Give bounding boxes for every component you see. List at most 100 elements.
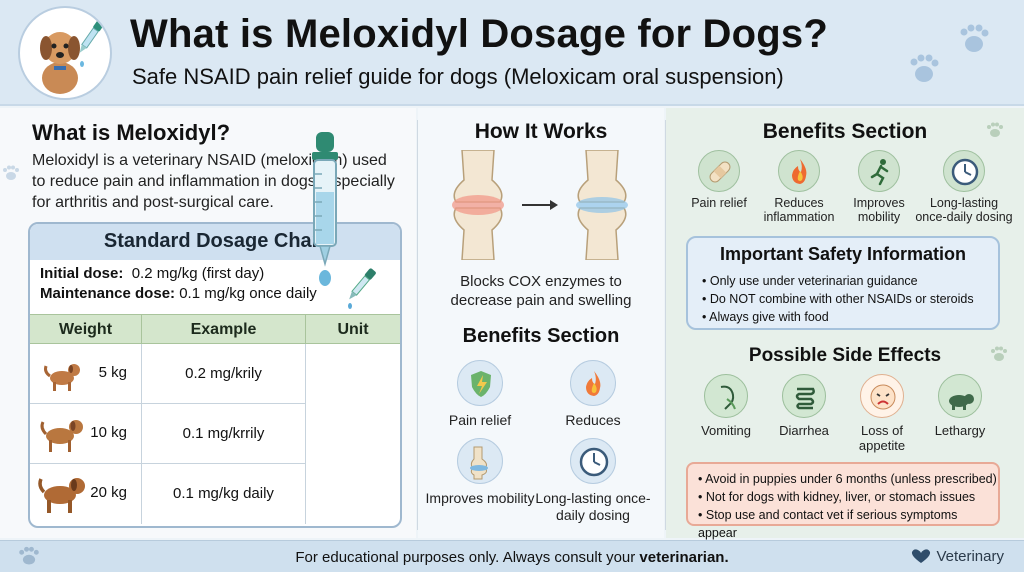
dropper-syringe-icon	[312, 132, 338, 286]
warnings-list: Avoid in puppies under 6 months (unless …	[698, 470, 998, 542]
header-example: Example	[142, 315, 306, 345]
flame-icon	[778, 150, 820, 192]
benefit-item: Reduces	[533, 360, 653, 429]
page-title: What is Meloxidyl Dosage for Dogs?	[130, 12, 828, 56]
heart-paw-icon	[912, 549, 931, 563]
safety-title: Important Safety Information	[719, 244, 966, 264]
intestine-icon	[782, 374, 826, 418]
benefit-label: Reduces inflammation	[763, 196, 835, 224]
how-it-works-title: How It Works	[474, 120, 608, 143]
dropper-icon	[348, 268, 376, 309]
benefits-right-title: Benefits Section	[762, 120, 928, 143]
what-is-description: Meloxidyl is a veterinary NSAID (meloxic…	[32, 152, 395, 211]
benefit-label: Long-lasting once-daily dosing	[535, 490, 651, 523]
warning-item: Avoid in puppies under 6 months (unless …	[698, 470, 998, 488]
joint-diagram-icon	[452, 150, 628, 260]
benefit-item: Long-lasting once-daily dosing	[914, 150, 1014, 224]
running-icon	[858, 150, 900, 192]
paw-print-icon	[19, 546, 39, 565]
dose-info: Initial dose: 0.2 mg/kg (first day) Main…	[40, 264, 317, 304]
benefit-item: Improves mobility	[420, 438, 540, 507]
medium-dog-icon	[40, 420, 83, 452]
benefit-label: Pain relief	[691, 196, 747, 210]
footer-brand-label: Veterinary	[936, 548, 1004, 565]
paw-print-icon	[3, 165, 19, 180]
clock-icon	[570, 438, 616, 484]
benefit-label: Reduces	[565, 412, 621, 428]
weight-cell: 10 kg	[30, 404, 142, 464]
table-row: 5 kg 0.2 mg/krily	[30, 344, 306, 404]
clock-icon	[943, 150, 985, 192]
header: What is Meloxidyl Dosage for Dogs? Safe …	[0, 0, 1024, 106]
maintenance-dose-label: Maintenance dose:	[40, 285, 176, 302]
weight-value: 20 kg	[90, 484, 127, 501]
weight-value: 5 kg	[98, 364, 127, 381]
benefit-label: Long-lasting once-daily dosing	[915, 196, 1013, 224]
benefit-label: Improves mobility	[425, 490, 535, 506]
weight-cell: 20 kg	[30, 464, 142, 524]
how-it-works-description: Blocks COX enzymes to decrease pain and …	[450, 273, 632, 309]
shield-lightning-icon	[457, 360, 503, 406]
warnings-box: Avoid in puppies under 6 months (unless …	[686, 462, 1000, 540]
table-header: Weight Example Unit	[30, 314, 400, 345]
dosage-chart: Standard Dosage Chart Initial dose: 0.2 …	[28, 222, 402, 528]
side-effect-label: Lethargy	[934, 423, 986, 438]
knee-joint-icon	[457, 438, 503, 484]
dog-dropper-logo-icon	[18, 6, 112, 100]
initial-dose-value: 0.2 mg/kg (first day)	[131, 265, 265, 282]
example-cell: 0.1 mg/krrily	[142, 404, 306, 464]
flame-icon	[570, 360, 616, 406]
benefit-label: Pain relief	[448, 412, 512, 428]
safety-item: Do NOT combine with other NSAIDs or ster…	[702, 290, 974, 308]
dosage-chart-title: Standard Dosage Chart	[30, 224, 400, 260]
initial-dose-label: Initial dose:	[40, 265, 124, 282]
paw-prints-icon	[910, 24, 989, 82]
benefit-label: Improves mobility	[853, 196, 905, 224]
vomiting-icon	[704, 374, 748, 418]
tired-dog-icon	[938, 374, 982, 418]
benefit-item: Improves mobility	[834, 150, 924, 224]
safety-info-box: Important Safety Information Only use un…	[686, 236, 1000, 330]
benefit-item: Pain relief	[420, 360, 540, 429]
safety-item: Always give with food	[702, 308, 974, 326]
benefit-item: Pain relief	[674, 150, 764, 210]
footer-brand: Veterinary	[910, 548, 1004, 565]
side-effect-item: Loss of appetite	[842, 374, 922, 453]
footer: For educational purposes only. Always co…	[0, 540, 1024, 572]
safety-item: Only use under veterinarian guidance	[702, 272, 974, 290]
side-effect-item: Lethargy	[920, 374, 1000, 438]
example-cell: 0.2 mg/krily	[142, 344, 306, 404]
benefit-item: Long-lasting once-daily dosing	[533, 438, 653, 524]
maintenance-dose-value: 0.1 mg/kg once daily	[179, 285, 317, 302]
benefits-mid-title: Benefits Section	[462, 325, 620, 347]
table-row: 20 kg 0.1 mg/kg daily	[30, 464, 306, 524]
footer-disclaimer: For educational purposes only. Always co…	[0, 549, 1024, 566]
large-dog-icon	[38, 478, 85, 513]
weight-value: 10 kg	[90, 424, 127, 441]
example-cell: 0.1 mg/kg daily	[142, 464, 306, 524]
paw-print-icon	[991, 346, 1007, 361]
side-effect-label: Loss of appetite	[858, 423, 906, 453]
warning-item: Stop use and contact vet if serious symp…	[698, 506, 998, 542]
divider	[665, 120, 666, 530]
side-effect-item: Vomiting	[686, 374, 766, 438]
footer-bold-text: veterinarian.	[639, 549, 729, 566]
bandage-icon	[698, 150, 740, 192]
warning-item: Not for dogs with kidney, liver, or stom…	[698, 488, 998, 506]
table-row: 10 kg 0.1 mg/krrily	[30, 404, 306, 464]
header-weight: Weight	[30, 315, 142, 345]
side-effects-title: Possible Side Effects	[748, 345, 942, 366]
paw-print-icon	[987, 122, 1003, 137]
header-unit: Unit	[337, 321, 369, 338]
page-subtitle: Safe NSAID pain relief guide for dogs (M…	[132, 64, 784, 89]
side-effect-item: Diarrhea	[764, 374, 844, 438]
small-dog-icon	[44, 364, 80, 391]
side-effect-label: Vomiting	[701, 423, 751, 438]
benefit-item: Reduces inflammation	[754, 150, 844, 224]
footer-text: For educational purposes only. Always co…	[295, 549, 636, 566]
weight-cell: 5 kg	[30, 344, 142, 404]
what-is-title: What is Meloxidyl?	[32, 120, 231, 145]
side-effect-label: Diarrhea	[779, 423, 829, 438]
divider	[417, 120, 418, 530]
safety-list: Only use under veterinarian guidance Do …	[702, 272, 974, 326]
